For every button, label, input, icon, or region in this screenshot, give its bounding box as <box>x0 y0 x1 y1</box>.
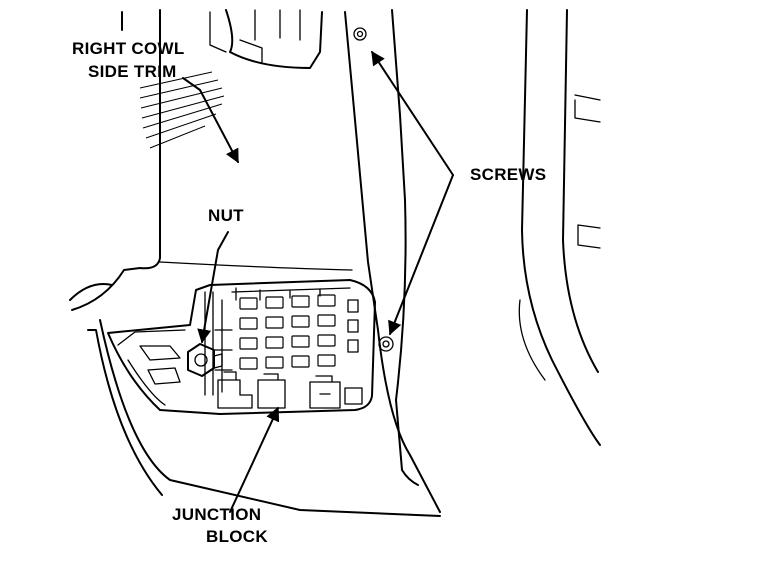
cowl-side-trim-panel <box>87 9 441 517</box>
label-side-trim: SIDE TRIM <box>88 62 177 81</box>
nut-fastener <box>187 343 223 377</box>
label-block: BLOCK <box>206 527 268 546</box>
label-screws: SCREWS <box>470 165 546 184</box>
screw-bottom <box>378 336 394 352</box>
fuse-grid <box>239 294 336 370</box>
screw-top <box>353 27 367 41</box>
junction-block-assembly <box>107 279 376 415</box>
label-nut: NUT <box>208 206 244 225</box>
relay-connectors <box>217 371 363 409</box>
dash-structure <box>69 9 323 311</box>
label-junction: JUNCTION <box>172 505 261 524</box>
body-panel-outline <box>518 9 601 446</box>
leader-lines <box>182 50 454 513</box>
label-right-cowl: RIGHT COWL <box>72 39 185 58</box>
